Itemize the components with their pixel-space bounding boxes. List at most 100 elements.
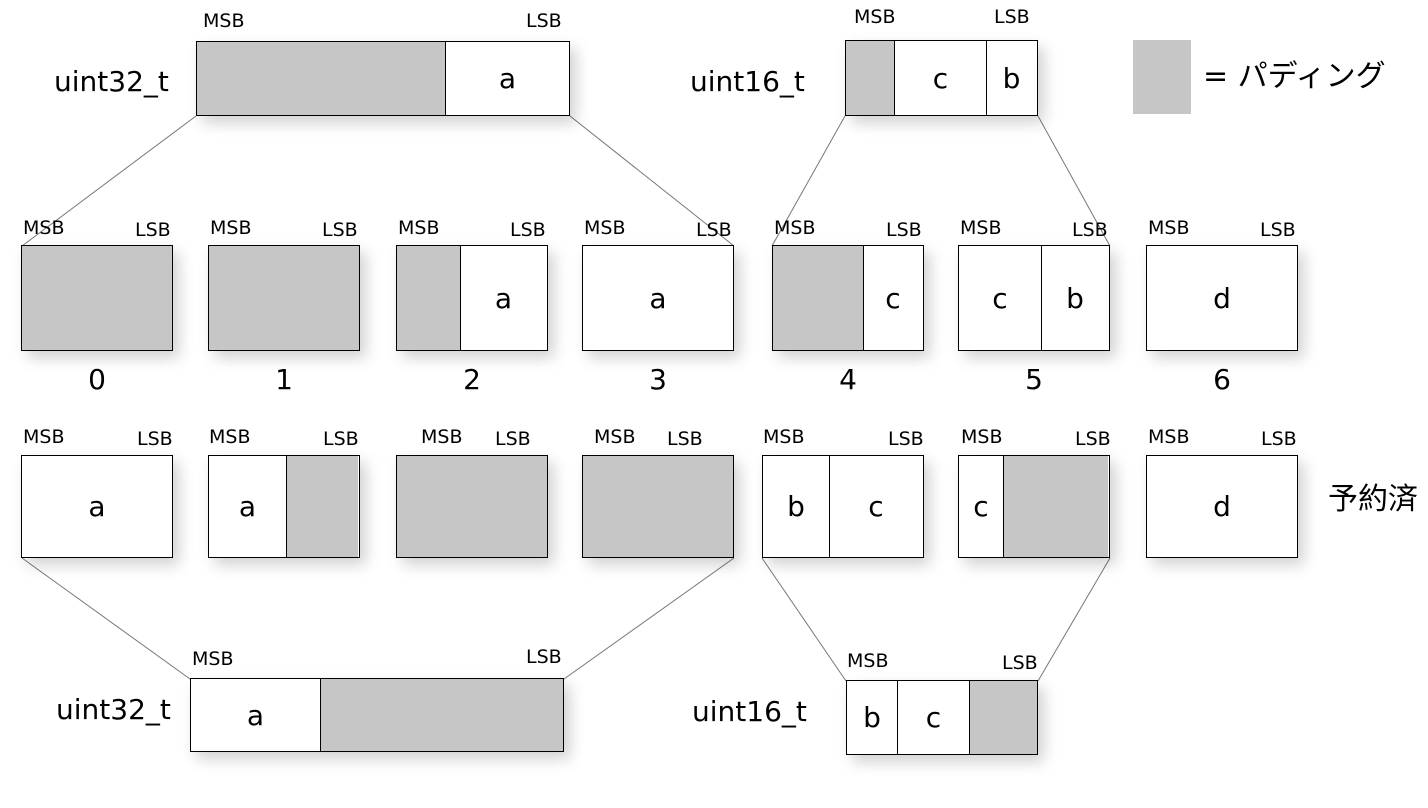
field-segment-c: c: [829, 456, 922, 557]
connector-bottom-uint32-left: [21, 557, 191, 680]
field-segment-b: b: [986, 41, 1036, 115]
row1-byte-3: a: [582, 245, 734, 351]
field-segment-a: a: [246, 698, 265, 732]
row2-byte-6-msb-label: MSB: [1148, 426, 1190, 448]
row1-byte-6-msb-label: MSB: [1148, 217, 1190, 239]
row1-byte-0: [21, 245, 173, 351]
row1-byte-1-msb-label: MSB: [210, 217, 252, 239]
row1-byte-4-msb-label: MSB: [774, 217, 816, 239]
row2-byte-2-lsb-label: LSB: [495, 428, 531, 450]
bottom-uint32-msb-label: MSB: [192, 648, 234, 670]
connector-top-uint16-right: [1037, 115, 1111, 247]
padding-segment: [22, 246, 172, 350]
field-segment-c: c: [992, 281, 1008, 315]
field-segment-c: c: [894, 41, 986, 115]
row2-byte-3-msb-label: MSB: [594, 426, 636, 448]
row2-byte-6: d: [1146, 455, 1298, 558]
connector-bottom-uint16-right: [1037, 557, 1111, 682]
top-uint32-type-label: uint32_t: [54, 65, 169, 98]
bottom-uint16-type-label: uint16_t: [692, 695, 807, 728]
row2-byte-0-msb-label: MSB: [23, 426, 65, 448]
legend-padding-swatch: [1133, 40, 1191, 114]
connector-top-uint16-left: [771, 115, 846, 247]
top-uint32-lsb-label: LSB: [526, 10, 562, 32]
row2-byte-5: c: [958, 455, 1110, 558]
row1-byte-0-lsb-label: LSB: [135, 219, 171, 241]
row1-byte-0-msb-label: MSB: [23, 217, 65, 239]
reserved-label: 予約済: [1328, 482, 1418, 517]
bottom-uint32-word: a: [190, 678, 564, 752]
connector-bottom-uint32-right: [563, 557, 735, 680]
field-segment-b: b: [787, 490, 805, 523]
row1-byte-1-lsb-label: LSB: [322, 219, 358, 241]
padding-segment: [846, 41, 894, 115]
row1-byte-3-lsb-label: LSB: [696, 219, 732, 241]
field-segment-d: d: [1213, 281, 1231, 315]
row2-byte-1-msb-label: MSB: [209, 426, 251, 448]
row1-byte-index-5: 5: [1025, 363, 1043, 396]
row1-byte-3-msb-label: MSB: [584, 217, 626, 239]
row1-byte-index-0: 0: [88, 363, 106, 396]
field-segment-d: d: [1213, 490, 1231, 523]
row2-byte-1-lsb-label: LSB: [323, 428, 359, 450]
padding-segment: [320, 679, 563, 751]
padding-segment: [197, 42, 445, 115]
field-segment-a: a: [445, 42, 569, 115]
row1-byte-index-2: 2: [463, 363, 481, 396]
row1-byte-2-msb-label: MSB: [398, 217, 440, 239]
row2-byte-2-msb-label: MSB: [421, 426, 463, 448]
row2-byte-4-lsb-label: LSB: [888, 428, 924, 450]
padding-segment: [583, 456, 733, 557]
padding-segment: [209, 246, 359, 350]
row1-byte-index-1: 1: [275, 363, 293, 396]
field-segment-c: c: [973, 490, 989, 523]
row1-byte-4: c: [772, 245, 924, 351]
field-segment-a: a: [238, 490, 257, 523]
padding-segment: [397, 456, 547, 557]
top-uint16-type-label: uint16_t: [690, 65, 805, 98]
padding-segment: [286, 456, 358, 557]
field-segment-b: b: [1041, 246, 1108, 350]
padding-segment: [969, 681, 1037, 754]
field-segment-c: c: [897, 681, 969, 754]
field-segment-a: a: [460, 246, 546, 350]
row1-byte-5-msb-label: MSB: [960, 217, 1002, 239]
row1-byte-1: [208, 245, 360, 351]
row2-byte-4-msb-label: MSB: [763, 426, 805, 448]
bottom-uint16-msb-label: MSB: [847, 650, 889, 672]
field-segment-a: a: [88, 490, 106, 523]
top-uint16-msb-label: MSB: [854, 6, 896, 28]
connector-bottom-uint16-left: [761, 557, 847, 682]
row1-byte-index-3: 3: [649, 363, 667, 396]
top-uint16-lsb-label: LSB: [994, 6, 1030, 28]
bottom-uint16-lsb-label: LSB: [1002, 652, 1038, 674]
bottom-uint32-type-label: uint32_t: [56, 693, 171, 726]
connector-top-uint32-right: [569, 115, 735, 247]
row1-byte-2: a: [396, 245, 548, 351]
legend-padding-label: = パディング: [1203, 59, 1386, 94]
row2-byte-0-lsb-label: LSB: [137, 428, 173, 450]
connector-top-uint32-left: [21, 115, 197, 247]
row2-byte-5-lsb-label: LSB: [1075, 428, 1111, 450]
padding-segment: [1003, 456, 1108, 557]
row1-byte-6-lsb-label: LSB: [1260, 219, 1296, 241]
row2-byte-2: [396, 455, 548, 558]
padding-segment: [773, 246, 863, 350]
row2-byte-6-lsb-label: LSB: [1261, 428, 1297, 450]
field-segment-a: a: [649, 281, 667, 315]
row2-byte-5-msb-label: MSB: [961, 426, 1003, 448]
top-uint32-msb-label: MSB: [203, 10, 245, 32]
row1-byte-index-6: 6: [1213, 363, 1231, 396]
row2-byte-3: [582, 455, 734, 558]
row2-byte-3-lsb-label: LSB: [667, 428, 703, 450]
row2-byte-0: a: [21, 455, 173, 558]
bottom-uint32-lsb-label: LSB: [526, 646, 562, 668]
row1-byte-6: d: [1146, 245, 1298, 351]
row2-byte-1: a: [208, 455, 360, 558]
top-uint32-word: a: [196, 41, 570, 116]
